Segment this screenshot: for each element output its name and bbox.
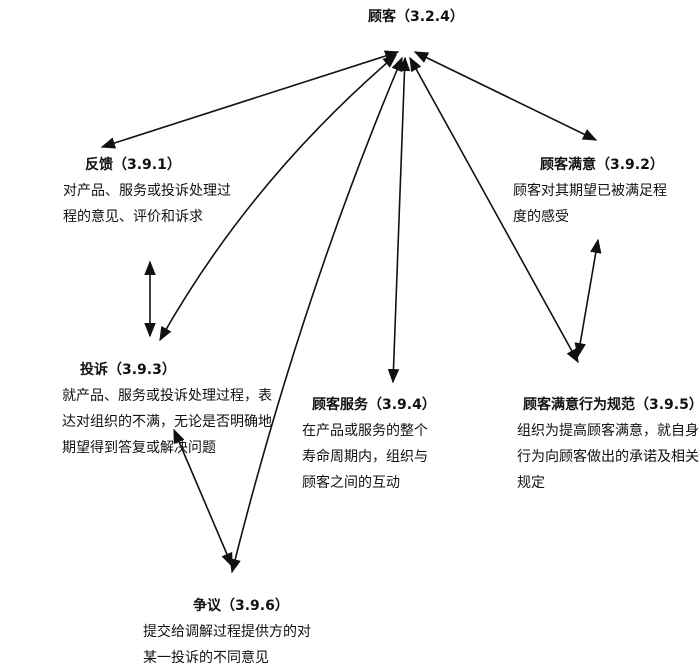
node-service: 顾客服务（3.9.4） 在产品或服务的整个 寿命周期内，组织与 顾客之间的互动 [302,392,436,496]
code-line: 规定 [517,475,545,491]
complaint-line: 期望得到答复或解决问题 [62,440,216,456]
arrow-customer-satisfaction [413,51,598,141]
arrow-customer-feedback [100,50,400,149]
service-line: 在产品或服务的整个 [302,423,428,439]
satisfaction-line: 顾客对其期望已被满足程 [513,183,667,199]
node-satisfaction: 顾客满意（3.9.2） 顾客对其期望已被满足程 度的感受 [513,152,667,230]
node-dispute: 争议（3.9.6） 提交给调解过程提供方的对 某一投诉的不同意见 [143,593,311,669]
arrow-satisfaction-code [574,238,602,358]
complaint-line: 达对组织的不满，无论是否明确地 [62,414,272,430]
arrow-customer-dispute [229,56,403,574]
code-line: 行为向顾客做出的承诺及相关 [517,449,699,465]
complaint-title: 投诉（3.9.3） [80,362,176,378]
service-title: 顾客服务（3.9.4） [312,397,436,413]
node-complaint: 投诉（3.9.3） 就产品、服务或投诉处理过程，表 达对组织的不满，无论是否明确… [62,357,272,461]
node-feedback: 反馈（3.9.1） 对产品、服务或投诉处理过 程的意见、评价和诉求 [63,152,231,230]
feedback-line: 程的意见、评价和诉求 [63,209,203,225]
dispute-line: 某一投诉的不同意见 [143,650,269,666]
feedback-title: 反馈（3.9.1） [85,157,181,173]
complaint-line: 就产品、服务或投诉处理过程，表 [62,388,272,404]
arrow-customer-code [409,56,579,364]
code-title: 顾客满意行为规范（3.9.5） [523,397,700,413]
dispute-line: 提交给调解过程提供方的对 [143,624,311,640]
service-line: 顾客之间的互动 [302,475,400,491]
satisfaction-line: 度的感受 [513,209,569,225]
feedback-line: 对产品、服务或投诉处理过 [63,183,231,199]
arrow-complaint-dispute [173,428,233,568]
code-line: 组织为提高顾客满意，就自身 [517,423,699,439]
satisfaction-title: 顾客满意（3.9.2） [540,157,664,173]
hub-customer-title: 顾客（3.2.4） [368,9,464,25]
dispute-title: 争议（3.9.6） [193,598,289,614]
node-code: 顾客满意行为规范（3.9.5） 组织为提高顾客满意，就自身 行为向顾客做出的承诺… [517,392,700,496]
service-line: 寿命周期内，组织与 [302,449,428,465]
arrow-customer-service [387,56,411,384]
